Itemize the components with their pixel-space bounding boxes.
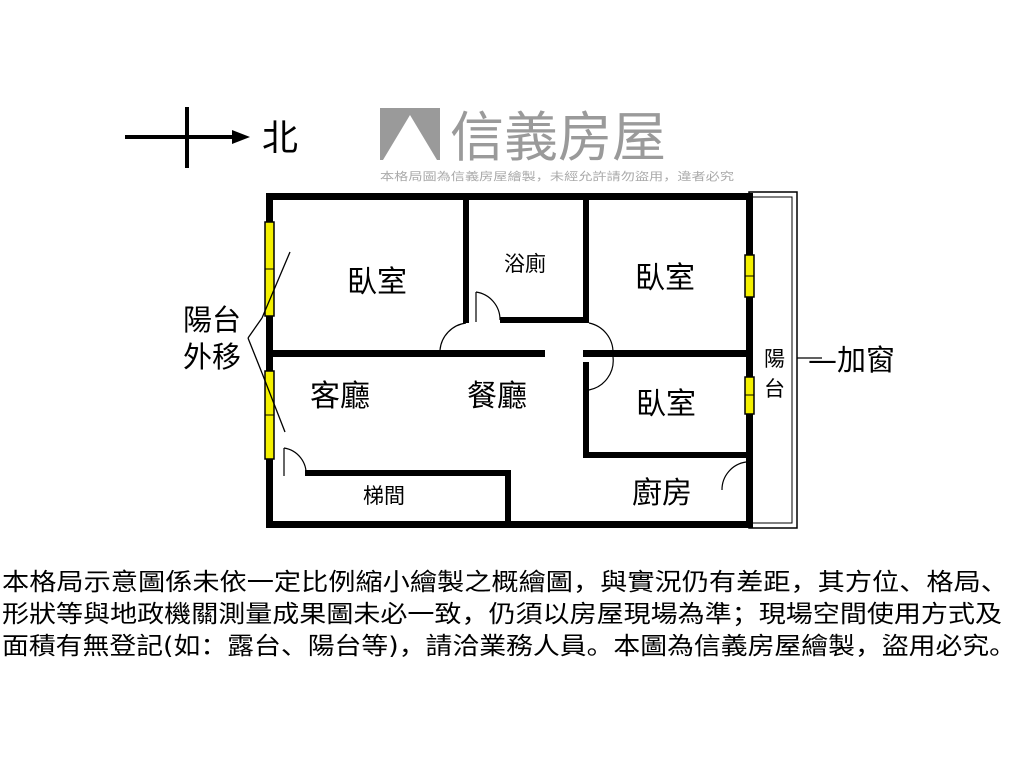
room-label-living-room: 客廳 (310, 379, 370, 414)
compass-label: 北 (262, 118, 298, 159)
north-arrow-icon (125, 107, 250, 168)
room-label-stairwell: 梯間 (363, 484, 405, 508)
disclaimer-line-2: 形狀等與地政機關測量成果圖未必一致，仍須以房屋現場為準；現場空間使用方式及 (2, 600, 1002, 628)
disclaimer-line-1: 本格局示意圖係未依一定比例縮小繪製之概繪圖，與實況仍有差距，其方位、格局、 (2, 568, 1008, 596)
room-label-bedroom-e: 臥室 (636, 387, 696, 422)
doors (283, 291, 747, 491)
annotation-leader-lines (247, 251, 822, 433)
room-label-bathroom: 浴廁 (504, 252, 546, 276)
annotation-balcony-moved-1: 陽台 (183, 303, 241, 337)
annotation-balcony-moved-2: 外移 (183, 340, 241, 374)
walls (266, 193, 753, 528)
watermark-notice: 本格局圖為信義房屋繪製，未經允許請勿盜用，違者必究 (380, 169, 734, 183)
disclaimer-line-3: 面積有無登記(如：露台、陽台等)，請洽業務人員。本圖為信義房屋繪製，盜用必究。 (2, 632, 1016, 660)
room-label-kitchen: 廚房 (632, 476, 692, 511)
room-label-dining-room: 餐廳 (467, 379, 527, 414)
watermark-logo: 信義房屋 (380, 106, 666, 169)
room-label-bedroom-ne: 臥室 (635, 261, 695, 296)
room-label-bedroom-nw: 臥室 (347, 265, 407, 300)
annotation-add-window: —加窗 (808, 343, 895, 377)
room-label-balcony-1: 陽 (764, 347, 785, 371)
watermark-logo-text: 信義房屋 (450, 106, 666, 169)
windows (264, 221, 755, 460)
room-label-balcony-2: 台 (764, 377, 785, 401)
